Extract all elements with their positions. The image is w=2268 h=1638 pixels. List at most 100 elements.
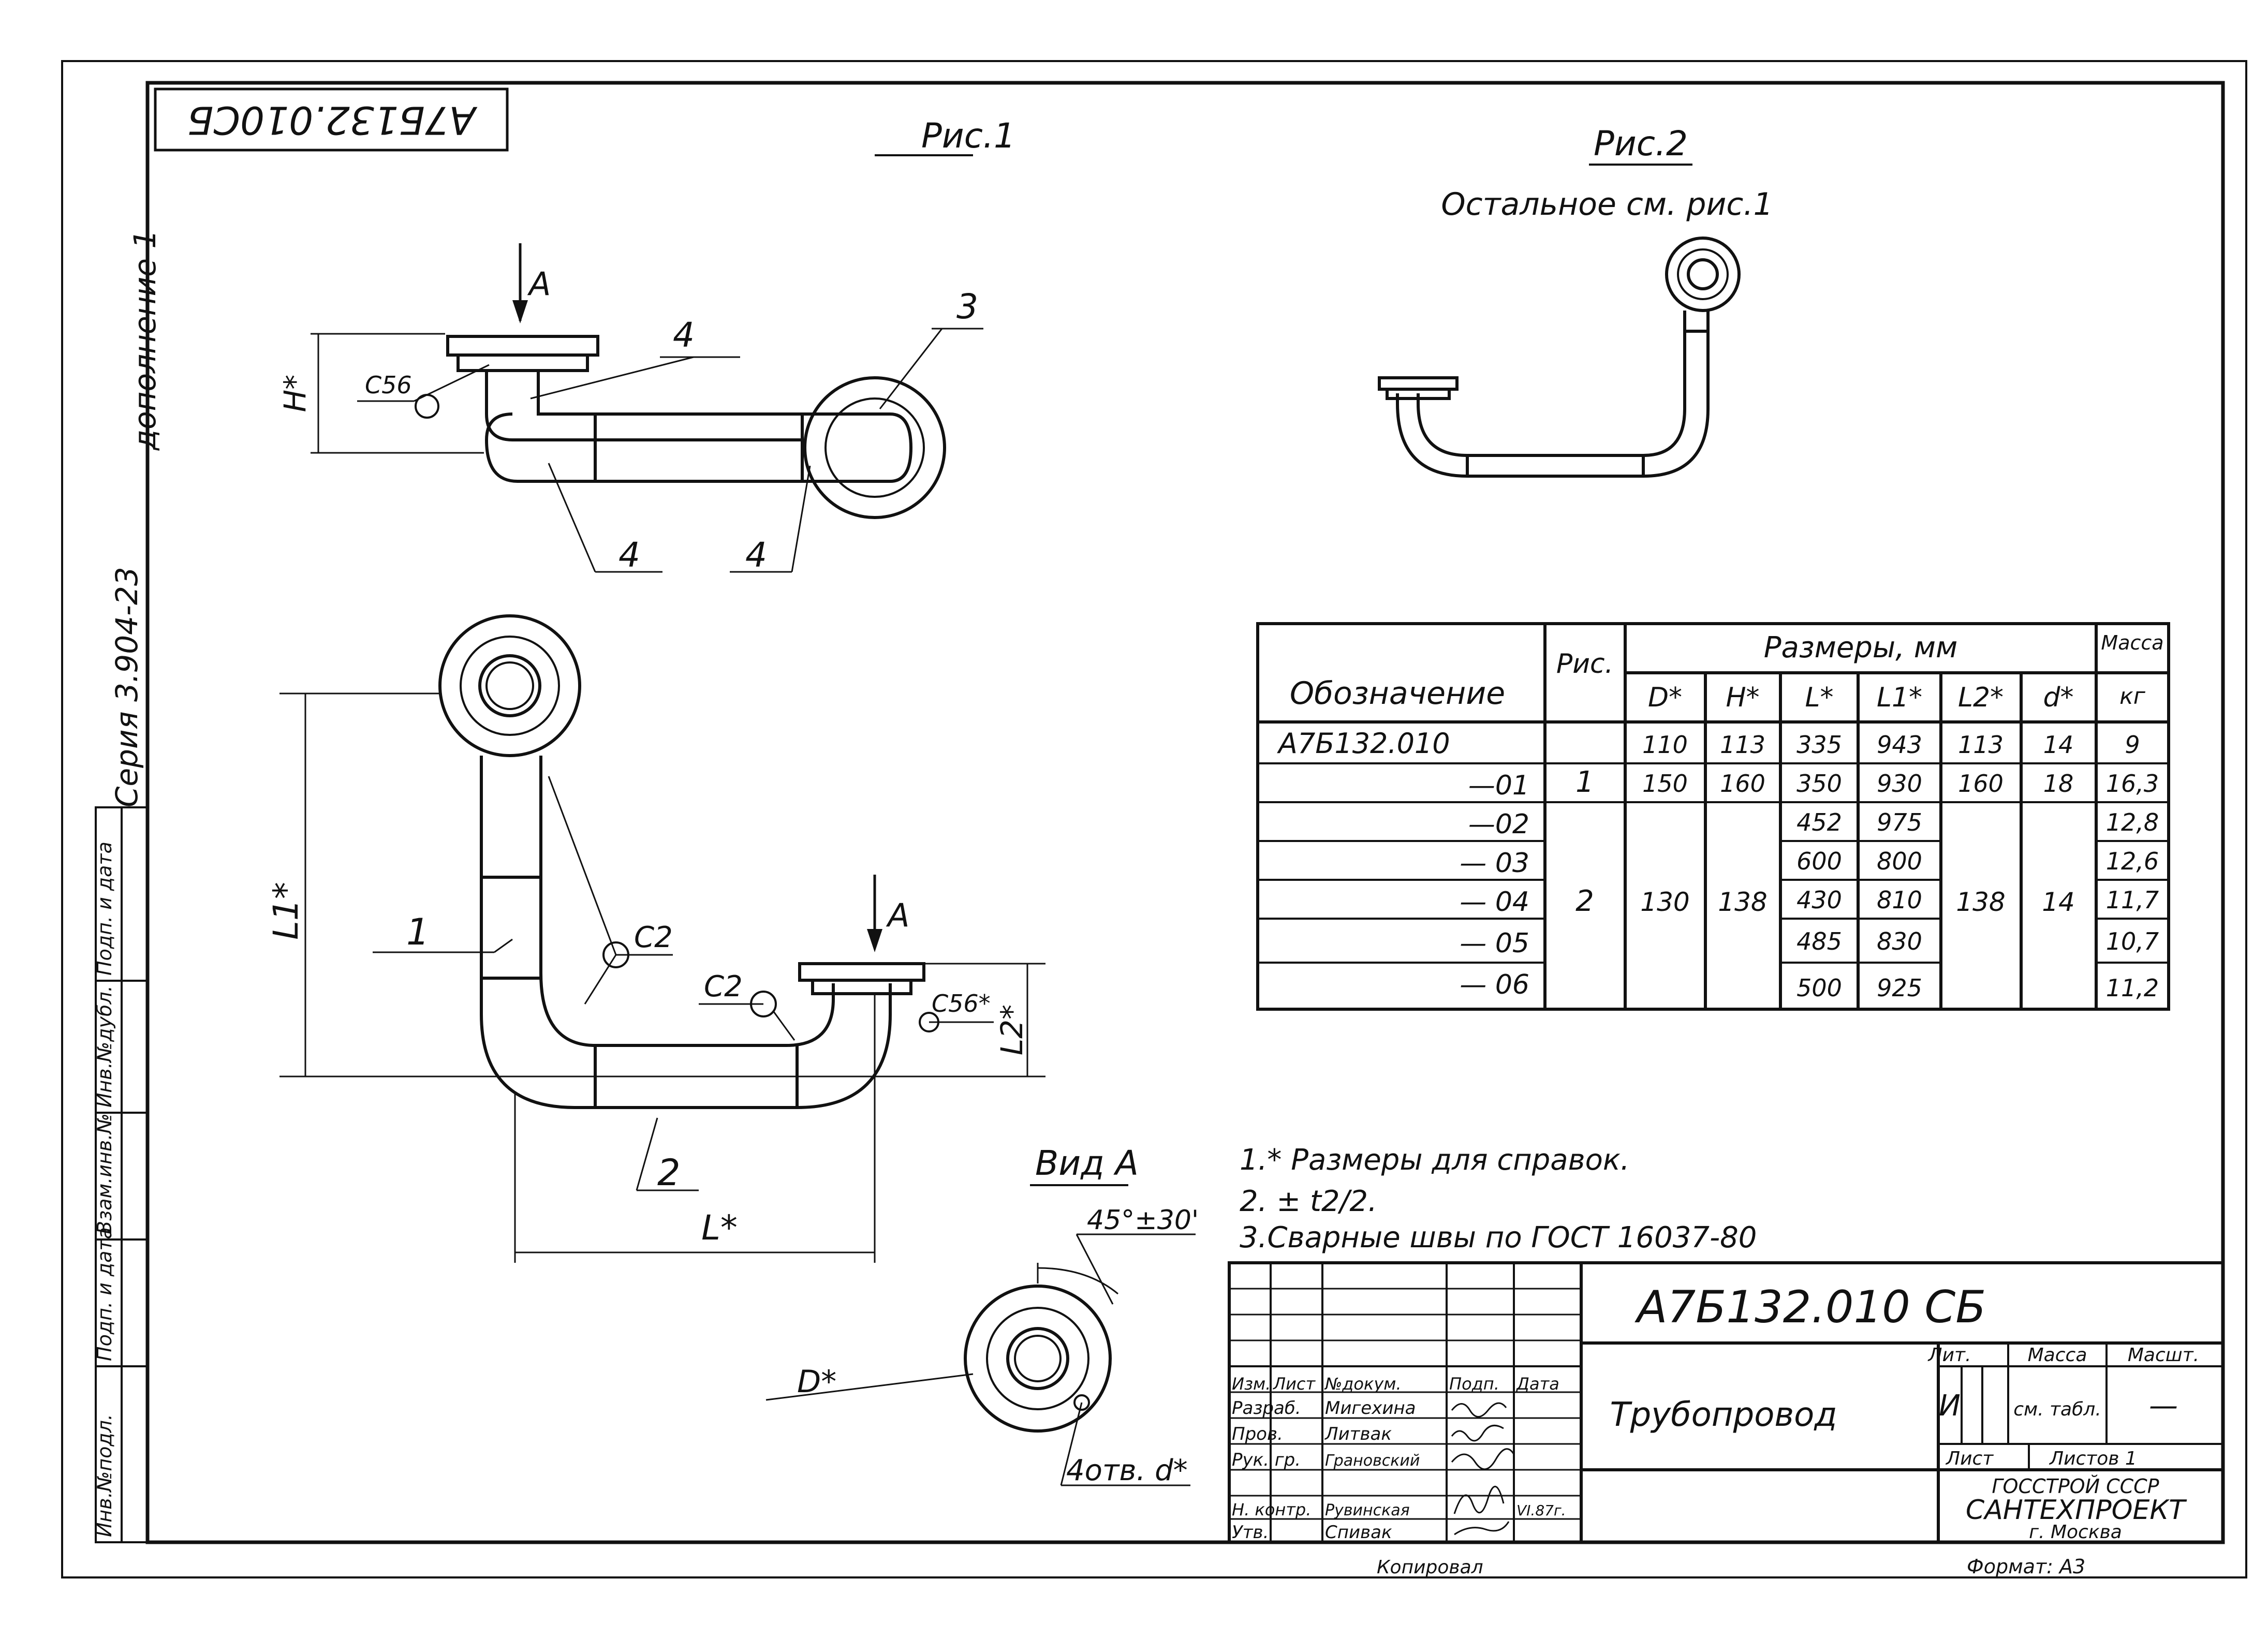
tb-date: VI.87г. [1516, 1502, 1566, 1519]
table-head-designation: Обозначение [1290, 675, 1505, 712]
tb-scale-label: Масшт. [2128, 1345, 2199, 1366]
fig1-view-arrow-head-2 [867, 929, 882, 952]
table-cell: 830 [1877, 927, 1922, 955]
table-col-l: L* [1805, 682, 1834, 713]
table-cell: 12,8 [2106, 808, 2159, 836]
view-a-angle: 45°±30' [1087, 1205, 1199, 1236]
table-cell: 113 [1720, 731, 1765, 759]
table-cell: 335 [1796, 731, 1842, 759]
table-head-dims: Размеры, мм [1764, 631, 1957, 665]
table-cell: — 04 [1460, 887, 1529, 918]
table-cell: 11,2 [2106, 974, 2159, 1002]
table-col-l1: L1* [1877, 682, 1922, 713]
table-cell: 943 [1877, 731, 1922, 759]
table-row: —01 150 160 350 930 160 18 16,3 [1468, 770, 2159, 801]
table-cell: 12,6 [2106, 847, 2159, 875]
fig1-weld-c2-b: С2 [704, 970, 743, 1004]
table-cell: 975 [1877, 808, 1922, 836]
table-cell: 930 [1877, 770, 1922, 798]
table-cell: 11,7 [2106, 886, 2159, 914]
table-col-h: H* [1726, 682, 1759, 713]
note-2: 2. ± t2/2. [1240, 1185, 1377, 1218]
side-cell-5: Подп. и дата [93, 842, 116, 976]
view-a-holes: 4отв. d* [1066, 1454, 1188, 1487]
table-cell: 160 [1958, 770, 2004, 798]
fig1-view-arrow-label: А [527, 265, 551, 303]
side-cell-2: Подп. и дата [93, 1227, 116, 1361]
table-cell-fig-2: 2 [1575, 884, 1594, 918]
trim-border [61, 60, 2247, 1578]
fig1-dim-l1: L1* [266, 882, 306, 940]
fig1-title: Рис.1 [921, 116, 1015, 156]
tb-org-1: ГОССТРОЙ СССР [1992, 1475, 2159, 1498]
side-cell-1: Инв.№подл. [93, 1414, 116, 1537]
specification-table [1256, 622, 2170, 1011]
table-cell: 16,3 [2106, 770, 2159, 798]
fig1-weld-c56: С56 [365, 371, 412, 399]
view-a-flange [964, 1285, 1112, 1433]
table-head-mass: Масса [2101, 631, 2163, 654]
supplement-label: дополнение 1 [127, 230, 163, 451]
tb-format: Формат: А3 [1967, 1555, 2085, 1578]
fig1-callout-4a: 4 [673, 315, 695, 355]
title-block-name: Трубопровод [1610, 1396, 1837, 1434]
table-cell: 350 [1796, 770, 1842, 798]
note-3: 3.Сварные швы по ГОСТ 16037-80 [1240, 1221, 1757, 1255]
title-block [1228, 1261, 2225, 1544]
table-cell: 130 [1640, 887, 1689, 917]
title-block-code: А7Б132.010 СБ [1634, 1281, 1986, 1333]
signature-marks [1451, 1402, 1515, 1536]
table-row: — 06 500 925 11,2 [1460, 969, 2159, 1002]
table-cell: — 05 [1460, 928, 1529, 959]
tb-role-1: Разраб. [1232, 1398, 1301, 1419]
tb-mass-label: Масса [2028, 1345, 2087, 1366]
tb-sheets-label: Листов 1 [2049, 1448, 2137, 1469]
tb-lit-label: Лит. [1927, 1345, 1971, 1366]
table-cell: 430 [1796, 886, 1842, 914]
fig2-view [1378, 237, 1741, 478]
table-row: — 03 600 800 12,6 [1460, 847, 2159, 879]
table-cell: 14 [2042, 887, 2075, 917]
note-1: 1.* Размеры для справок. [1240, 1143, 1630, 1177]
view-a-dia: D* [797, 1364, 836, 1400]
tb-mass-value: см. табл. [2013, 1399, 2101, 1420]
table-head-fig: Рис. [1556, 648, 1613, 680]
table-cell: 138 [1956, 887, 2005, 917]
table-cell: —02 [1468, 809, 1529, 840]
table-cell: 113 [1958, 731, 2004, 759]
table-cell: 600 [1796, 847, 1842, 875]
table-cell: 485 [1796, 927, 1842, 955]
tb-org-2: САНТЕХПРОЕКТ [1966, 1495, 2187, 1526]
side-cell-4: Инв.№дубл. [93, 985, 116, 1108]
tb-person-1: Мигехина [1325, 1398, 1416, 1419]
tb-hdr-sign: Подп. [1449, 1374, 1499, 1394]
table-cell: 925 [1877, 974, 1922, 1002]
tb-role-2: Пров. [1232, 1424, 1283, 1444]
table-cell: 10,7 [2106, 927, 2159, 955]
tb-org-3: г. Москва [2029, 1522, 2122, 1543]
weld-symbol [415, 394, 439, 419]
table-cell: 138 [1718, 887, 1767, 917]
fig1-dim-l: L* [701, 1208, 738, 1248]
table-cell-fig-1: 1 [1575, 765, 1594, 799]
fig1-weld-c2-a: С2 [634, 921, 673, 954]
tb-person-2: Литвак [1324, 1424, 1392, 1444]
tb-sheet-label: Лист [1945, 1448, 1994, 1469]
tb-person-3: Грановский [1325, 1452, 1420, 1470]
fig2-subtitle: Остальное см. рис.1 [1441, 186, 1773, 223]
side-cell-3: Взам.инв.№ [93, 1113, 116, 1234]
table-cell: 500 [1796, 974, 1842, 1002]
tb-copied: Копировал [1377, 1557, 1483, 1578]
table-cell: 150 [1642, 770, 1688, 798]
table-cell: 452 [1796, 808, 1842, 836]
table-cell: 14 [2043, 731, 2074, 759]
table-row: — 05 485 830 10,7 [1460, 927, 2159, 959]
fig1-part-1: 1 [406, 911, 430, 953]
fig1-dim-l2: L2* [994, 1005, 1029, 1055]
tb-hdr-doc: №докум. [1324, 1374, 1402, 1394]
tb-role-3: Рук. гр. [1232, 1450, 1301, 1470]
table-col-d-small: d* [2043, 682, 2073, 713]
tb-hdr-date: Дата [1515, 1374, 1559, 1394]
table-cell: А7Б132.010 [1277, 727, 1450, 760]
